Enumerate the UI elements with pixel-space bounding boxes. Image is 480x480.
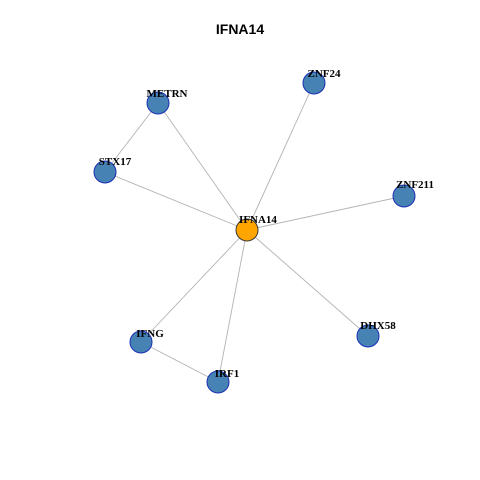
node-circle-ifna14 [235,218,259,242]
node-label-stx17: STX17 [99,156,132,168]
node-irf1: IRF1 [206,368,239,394]
edge-ifna14-znf211 [246,195,405,231]
edge-ifna14-stx17 [104,171,248,231]
node-circle-dhx58 [356,324,380,348]
node-label-ifna14: IFNA14 [239,214,277,226]
node-label-znf211: ZNF211 [396,179,434,191]
edge-ifna14-ifng [140,229,248,343]
edge-metrn-stx17 [104,102,159,173]
node-circle-stx17 [93,160,117,184]
node-label-metrn: METRN [147,88,188,100]
node-circle-ifng [129,330,153,354]
plot-title: IFNA14 [215,21,265,37]
node-stx17: STX17 [93,156,132,184]
edge-ifna14-irf1 [217,229,248,383]
node-label-znf24: ZNF24 [308,68,342,80]
node-circle-metrn [146,91,170,115]
node-circle-znf24 [302,71,326,95]
node-circle-znf211 [392,184,416,208]
node-dhx58: DHX58 [356,320,396,348]
edge-ifna14-metrn [157,102,248,231]
node-ifng: IFNG [129,328,164,354]
node-znf24: ZNF24 [302,68,342,95]
node-label-irf1: IRF1 [215,368,239,380]
node-circle-irf1 [206,370,230,394]
edge-ifna14-dhx58 [246,229,369,337]
edge-ifna14-znf24 [246,82,315,231]
node-label-ifng: IFNG [136,328,164,340]
edge-ifng-irf1 [140,341,219,383]
edge-layer [104,82,405,383]
node-ifna14: IFNA14 [235,214,277,242]
node-znf211: ZNF211 [392,179,434,208]
node-label-dhx58: DHX58 [360,320,396,332]
node-metrn: METRN [146,88,188,115]
